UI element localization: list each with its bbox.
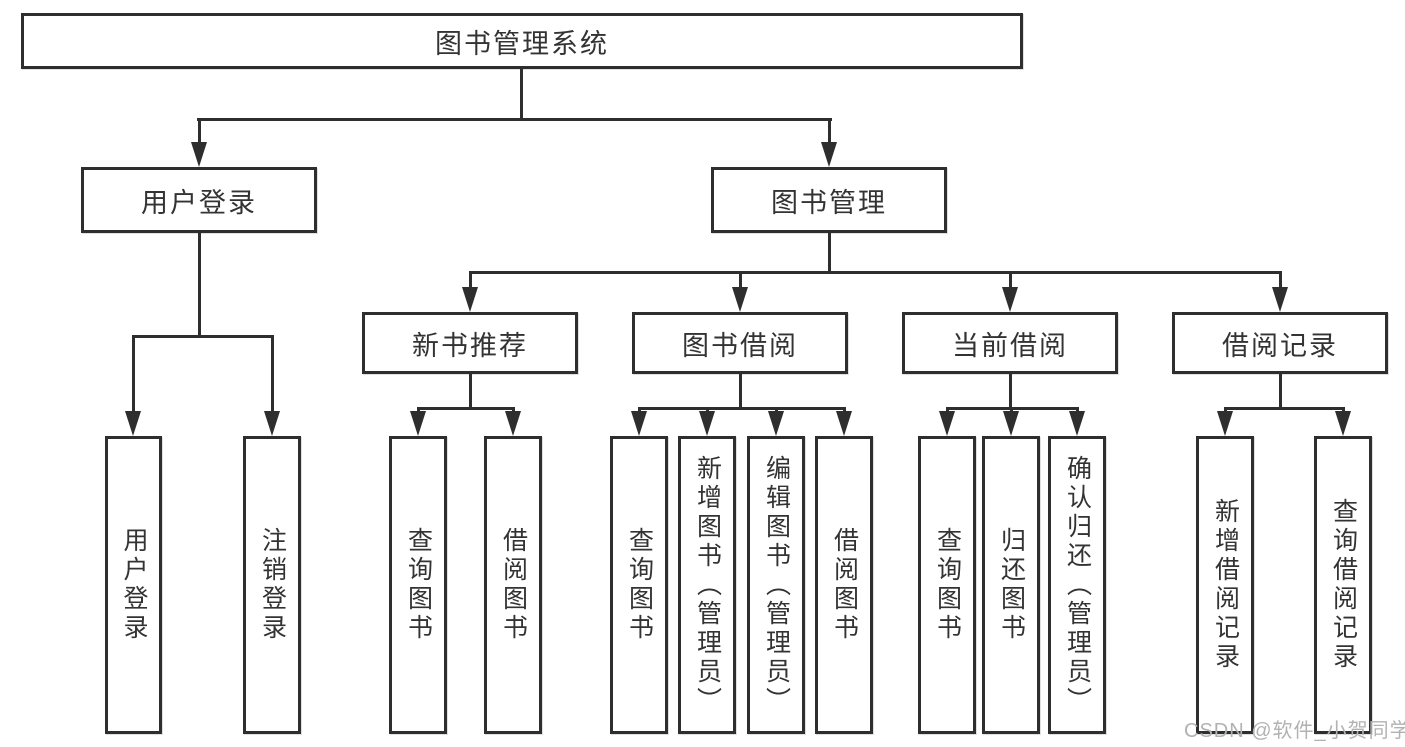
leaf-borrow-book-1: 借阅图书 (484, 436, 542, 734)
arrowhead-leaf-user-login (125, 411, 141, 436)
leaf-borrow-book-2: 借阅图书 (815, 436, 873, 734)
leaf-query-book-2: 查询图书 (610, 436, 668, 734)
leaf-edit-book-admin: 编辑图书（管理员） (747, 436, 805, 734)
node-user-login: 用户登录 (81, 167, 317, 233)
arrowhead-current-borrow (1002, 287, 1018, 312)
arrowhead-book-management (821, 142, 837, 167)
connector-book-borrow-split (638, 407, 846, 410)
connector-user-login-stem (198, 233, 201, 338)
node-borrow-records: 借阅记录 (1172, 312, 1388, 374)
connector-to-leaf-logout (271, 335, 274, 415)
arrowhead-leaf-query-book-1 (410, 411, 426, 436)
connector-new-book-recommend-stem (469, 374, 472, 410)
leaf-user-login: 用户登录 (105, 436, 162, 734)
arrowhead-leaf-query-book-2 (631, 411, 647, 436)
node-new-book-recommend: 新书推荐 (362, 312, 578, 374)
node-current-borrow: 当前借阅 (902, 312, 1118, 374)
leaf-confirm-return-admin: 确认归还（管理员） (1048, 436, 1106, 734)
node-book-borrow: 图书借阅 (632, 312, 848, 374)
arrowhead-book-borrow (732, 287, 748, 312)
leaf-query-borrow-record: 查询借阅记录 (1314, 436, 1372, 734)
connector-level1-split (197, 118, 832, 121)
connector-user-login-split (132, 335, 273, 338)
node-book-management: 图书管理 (711, 167, 947, 233)
arrowhead-leaf-add-book (699, 411, 715, 436)
leaf-return-book: 归还图书 (982, 436, 1040, 734)
connector-book-borrow-stem (739, 374, 742, 410)
connector-to-book-borrow (739, 271, 742, 291)
arrowhead-leaf-return-book (1003, 411, 1019, 436)
arrowhead-borrow-records (1272, 287, 1288, 312)
csdn-watermark: CSDN @软件_小贺同学 (1184, 720, 1405, 742)
arrowhead-new-book-recommend (462, 287, 478, 312)
arrowhead-leaf-query-book-3 (939, 411, 955, 436)
connector-book-management-stem (828, 233, 831, 274)
connector-borrow-records-stem (1279, 374, 1282, 410)
connector-to-leaf-user-login (132, 335, 135, 415)
connector-level2-split (469, 271, 1282, 274)
leaf-logout-login: 注销登录 (243, 436, 301, 734)
arrowhead-leaf-confirm-return (1069, 411, 1085, 436)
connector-borrow-records-split (1224, 407, 1345, 410)
connector-to-new-book-recommend (469, 271, 472, 291)
connector-to-borrow-records (1279, 271, 1282, 291)
arrowhead-leaf-borrow-book-2 (836, 411, 852, 436)
connector-new-book-recommend-split (417, 407, 515, 410)
leaf-query-book-3: 查询图书 (918, 436, 976, 734)
connector-current-borrow-stem (1009, 374, 1012, 410)
arrowhead-leaf-edit-book (768, 411, 784, 436)
leaf-query-book-1: 查询图书 (389, 436, 447, 734)
arrowhead-leaf-add-borrow-record (1217, 411, 1233, 436)
connector-to-book-management (828, 118, 831, 150)
connector-to-user-login (198, 118, 201, 150)
connector-root-stem (520, 69, 523, 121)
leaf-add-borrow-record: 新增借阅记录 (1196, 436, 1254, 734)
arrowhead-user-login (191, 142, 207, 167)
arrowhead-leaf-query-borrow-record (1335, 411, 1351, 436)
node-library-management-system: 图书管理系统 (21, 13, 1023, 69)
arrowhead-leaf-logout (264, 411, 280, 436)
leaf-add-book-admin: 新增图书（管理员） (678, 436, 736, 734)
arrowhead-leaf-borrow-book-1 (505, 411, 521, 436)
connector-to-current-borrow (1009, 271, 1012, 291)
